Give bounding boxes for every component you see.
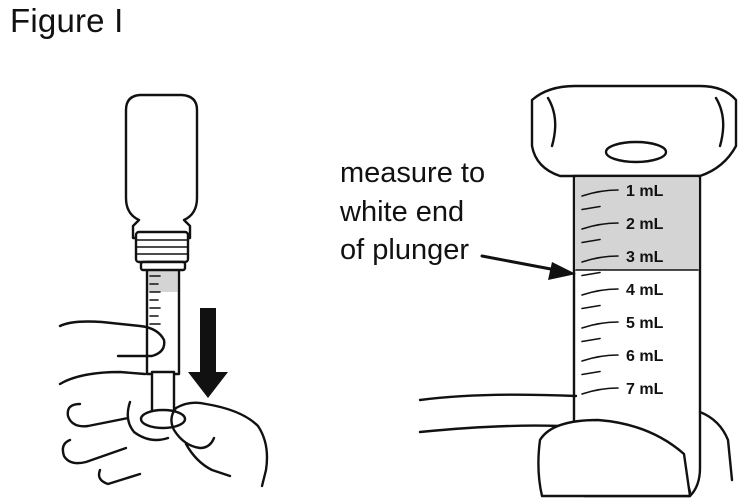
right-hand	[170, 401, 269, 488]
tick-label: 4 mL	[626, 282, 664, 299]
tick-major	[581, 222, 619, 230]
tick-major	[581, 255, 619, 263]
medicine-fill-closeup	[576, 178, 698, 270]
tick-label: 5 mL	[626, 315, 664, 332]
tick-label: 2 mL	[626, 216, 664, 233]
syringe-ticks-small	[149, 275, 161, 325]
tick-minor	[581, 370, 601, 376]
left-hand	[58, 320, 170, 486]
left-panel-syringe-in-bottle	[58, 93, 269, 488]
syringe-fill-small	[148, 270, 178, 292]
callout-line-1: measure to	[340, 157, 485, 189]
callout-arrow	[480, 254, 558, 272]
tick-label: 1 mL	[626, 183, 664, 200]
tick-major	[581, 321, 619, 329]
medicine-bottle	[124, 93, 199, 240]
right-panel-syringe-closeup: 1 mL2 mL3 mL4 mL5 mL6 mL7 mL measure to …	[339, 84, 738, 498]
callout-arrowhead	[548, 262, 576, 280]
tick-label: 7 mL	[626, 381, 664, 398]
tick-minor	[581, 271, 601, 277]
callout-line-2: white end	[339, 196, 464, 228]
callout-line-3: of plunger	[340, 234, 469, 266]
tick-label: 3 mL	[626, 249, 664, 266]
tick-minor	[581, 238, 601, 244]
hand-closeup	[418, 393, 734, 494]
tick-major	[581, 387, 619, 395]
tick-minor	[581, 304, 601, 310]
tick-major	[581, 354, 619, 362]
tick-minor	[581, 205, 601, 211]
bottle-adapter-closeup	[530, 84, 738, 178]
figure-title: Figure I	[10, 2, 124, 39]
tick-major	[581, 288, 619, 296]
tick-label: 6 mL	[626, 348, 664, 365]
syringe-ticks-closeup: 1 mL 2 mL 3 mL 4 mL 5 mL 6 mL 7 mL	[581, 183, 664, 398]
tick-major	[581, 189, 619, 197]
push-down-arrow	[188, 308, 228, 398]
tick-minor	[581, 337, 601, 343]
